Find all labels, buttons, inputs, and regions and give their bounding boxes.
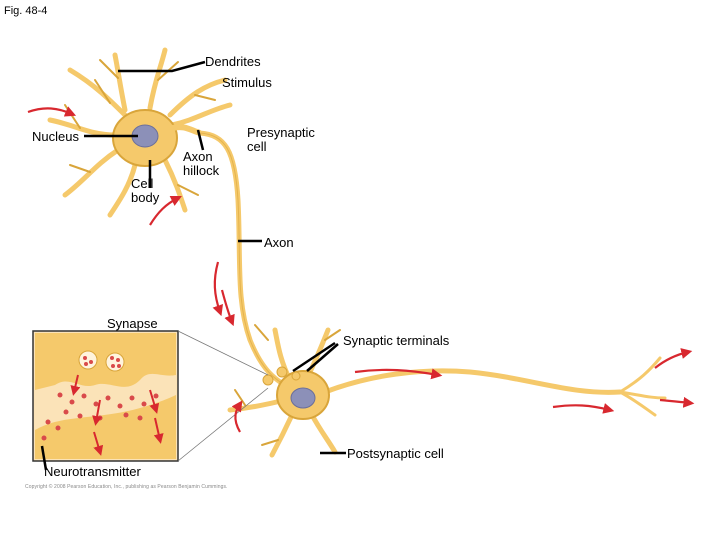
label-synaptic-terminals: Synaptic terminals: [343, 333, 450, 348]
figure-label: Fig. 48-4: [4, 5, 48, 17]
signal-arrows: [27, 106, 695, 433]
label-axon: Axon: [264, 235, 294, 250]
label-dendrites: Dendrites: [205, 54, 261, 69]
synaptic-terminal-knobs: [262, 366, 301, 386]
label-stimulus: Stimulus: [222, 75, 272, 90]
label-nucleus: Nucleus: [32, 129, 79, 144]
label-presynaptic-cell: Presynaptic cell: [247, 125, 315, 155]
presynaptic-neuron: [47, 47, 233, 218]
synapse-inset: [32, 330, 269, 462]
label-synapse: Synapse: [107, 316, 158, 331]
copyright-notice: Copyright © 2008 Pearson Education, Inc.…: [25, 484, 228, 490]
label-cell-body: Cell body: [131, 176, 160, 206]
label-axon-hillock: Axon hillock: [183, 149, 220, 179]
label-neurotransmitter: Neurotransmitter: [44, 464, 141, 479]
postsynaptic-cell-body: [276, 370, 330, 420]
leader-lines: [40, 60, 346, 471]
postsynaptic-nucleus: [290, 387, 316, 409]
label-postsynaptic-cell: Postsynaptic cell: [347, 446, 444, 461]
